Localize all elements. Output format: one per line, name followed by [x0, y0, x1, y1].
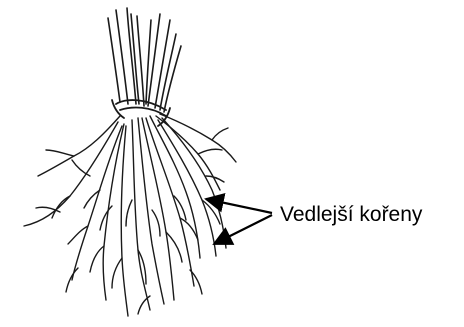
- plant-stems: [108, 8, 181, 112]
- pointer-arrows: [206, 199, 272, 244]
- diagram-label: Vedlejší kořeny: [280, 203, 423, 226]
- arrow-upper: [206, 199, 272, 213]
- fibrous-roots: [24, 114, 236, 316]
